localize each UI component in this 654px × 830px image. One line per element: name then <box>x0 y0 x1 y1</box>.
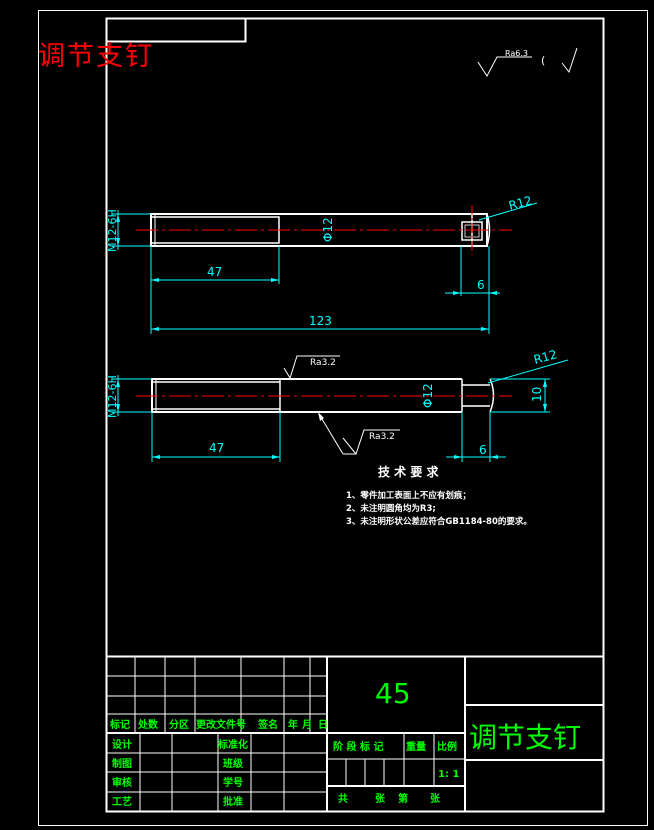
outer-frame <box>38 10 648 826</box>
label-approve: 批准 <box>223 795 243 808</box>
part-name: 调节支钉 <box>469 721 581 754</box>
label-doc: 更改文件号 <box>196 718 246 731</box>
top-diameter: Φ12 <box>321 217 335 242</box>
front-dim-10: 10 <box>530 387 544 402</box>
label-check: 审核 <box>112 776 132 789</box>
title-block <box>105 655 605 813</box>
scale-value: 1: 1 <box>438 769 459 780</box>
label-mark: 标记 <box>109 718 130 731</box>
tech-req-3: 3、未注明形状公差应符合GB1184-80的要求。 <box>346 516 532 527</box>
label-month: 月 <box>301 719 312 731</box>
general-roughness-value: Ra6.3 <box>505 49 528 58</box>
tech-req-title: 技 术 要 求 <box>378 464 440 479</box>
general-roughness-paren: ( <box>541 54 545 67</box>
label-process: 工艺 <box>112 795 132 808</box>
front-dim-6: 6 <box>479 443 487 457</box>
label-sign: 签名 <box>257 718 278 731</box>
label-scale: 比例 <box>437 740 457 753</box>
general-roughness-symbol <box>477 47 578 77</box>
label-year: 年 <box>288 718 298 731</box>
label-stage: 阶 段 标 记 <box>333 740 383 753</box>
label-day: 日 <box>318 719 328 731</box>
label-standardize: 标准化 <box>217 738 248 751</box>
label-sheets: 张 <box>375 792 386 805</box>
label-class: 班级 <box>223 757 244 770</box>
code-box <box>106 18 247 43</box>
top-radius: R12 <box>507 193 533 213</box>
top-dim-6: 6 <box>477 278 485 292</box>
label-count: 处数 <box>137 718 159 731</box>
overlay-title: 调节支钉 <box>38 41 154 72</box>
tech-req-1: 1、零件加工表面上不应有划痕； <box>346 490 471 501</box>
top-dim-123: 123 <box>309 314 332 328</box>
front-roughness-bottom: Ra3.2 <box>369 432 395 442</box>
front-roughness-top: Ra3.2 <box>310 358 336 368</box>
top-view: 47 123 6 R12 Φ12 M12-6H <box>106 193 538 334</box>
label-total: 共 <box>338 792 348 805</box>
label-sheet2: 张 <box>430 792 441 805</box>
top-view-round-end <box>486 213 491 247</box>
inner-frame <box>105 17 605 813</box>
top-view-slot <box>461 221 483 241</box>
front-radius: R12 <box>532 347 558 367</box>
label-page: 第 <box>398 792 408 805</box>
front-view: 47 6 10 R12 Φ12 M12-6H Ra3.2 Ra3.2 <box>106 347 569 462</box>
label-design: 设计 <box>112 738 132 751</box>
leader-arrow <box>318 412 324 421</box>
front-thread: M12-6H <box>106 375 119 418</box>
material: 45 <box>375 677 411 710</box>
front-dim-47: 47 <box>209 441 224 455</box>
tech-req-2: 2、未注明圆角均为R3; <box>346 503 436 514</box>
label-draw: 制图 <box>112 757 132 770</box>
label-student-id: 学号 <box>223 776 243 789</box>
label-weight: 重量 <box>406 740 426 753</box>
label-zone: 分区 <box>169 718 189 731</box>
front-diameter: Φ12 <box>421 383 435 408</box>
top-dim-47: 47 <box>207 265 222 279</box>
top-thread: M12-6H <box>106 209 119 252</box>
